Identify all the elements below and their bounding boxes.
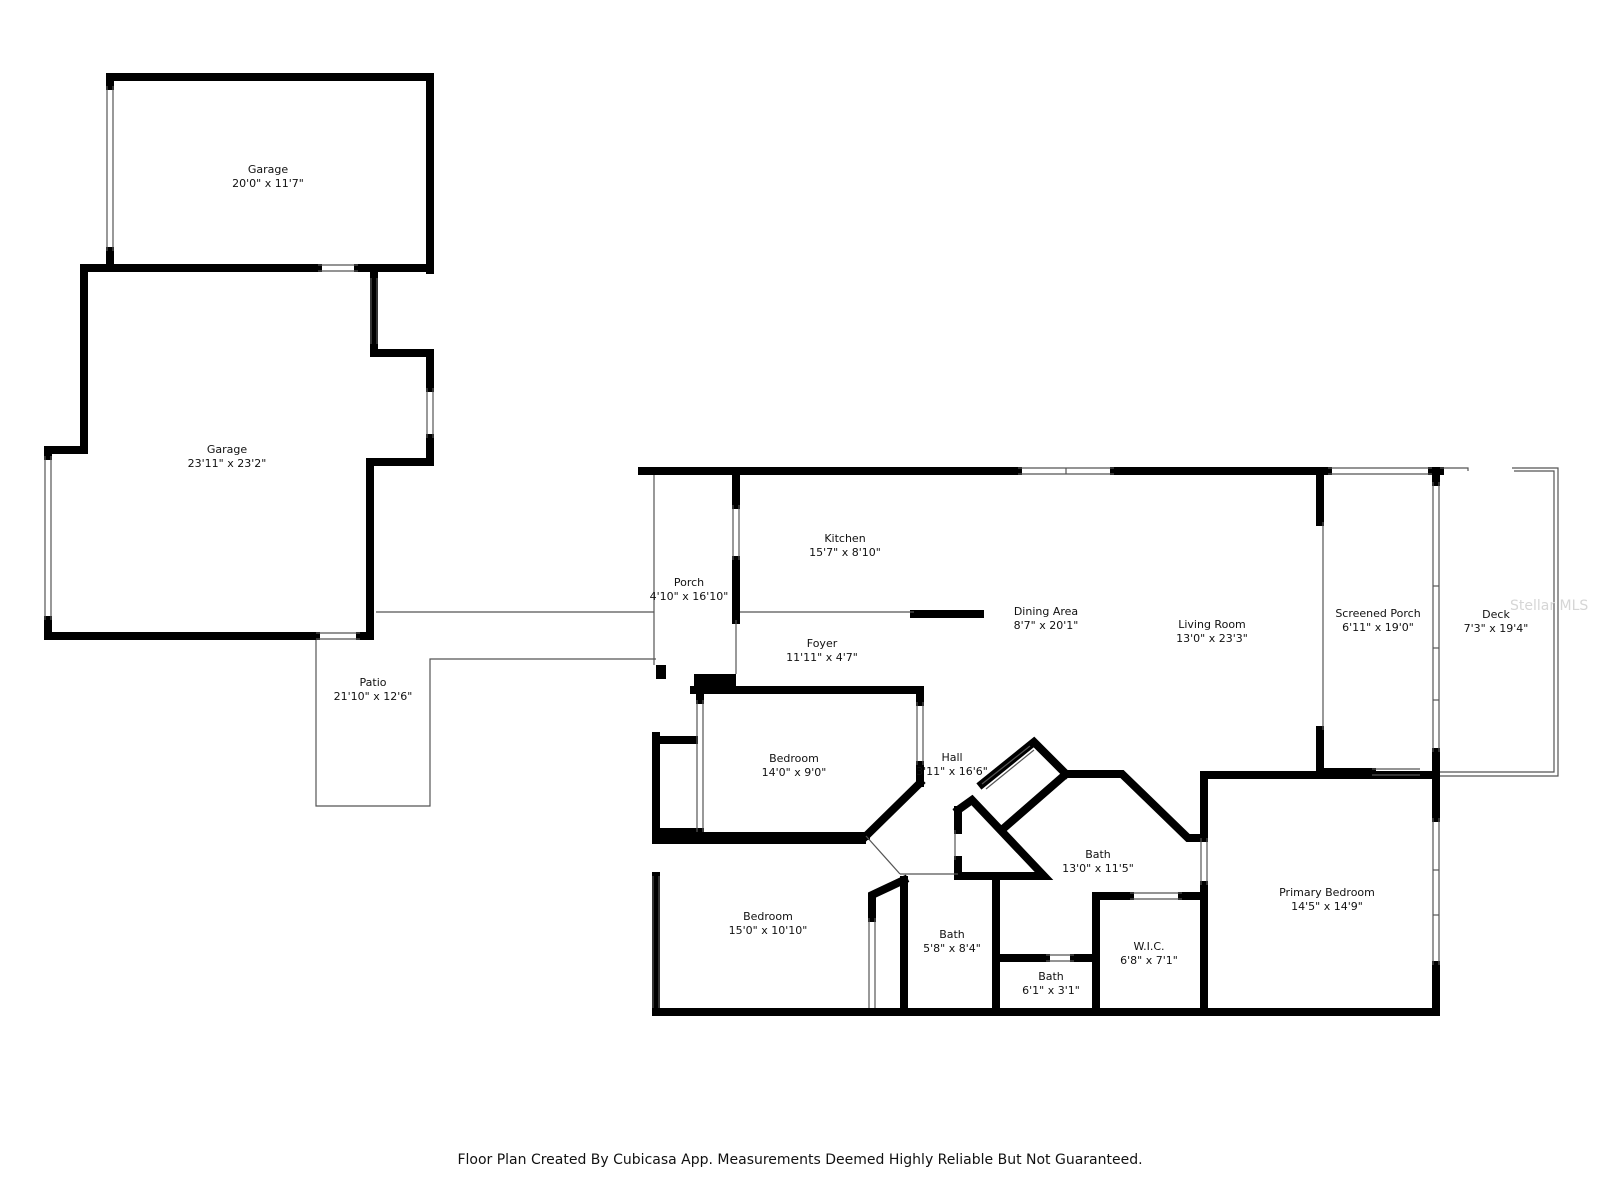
room-name-primary-bedroom: Primary Bedroom (1279, 886, 1375, 899)
room-name-wic: W.I.C. (1133, 940, 1164, 953)
room-name-bedroom-1: Bedroom (769, 752, 819, 765)
room-dims-living: 13'0" x 23'3" (1176, 632, 1248, 645)
room-name-deck: Deck (1482, 608, 1510, 621)
room-name-porch: Porch (674, 576, 704, 589)
room-dims-bath-small: 5'8" x 8'4" (923, 942, 981, 955)
room-dims-garage-top: 20'0" x 11'7" (232, 177, 304, 190)
watermark: Stellar MLS (1510, 598, 1588, 614)
room-dims-bath-tiny: 6'1" x 3'1" (1022, 984, 1080, 997)
room-labels: Garage 20'0" x 11'7" Garage 23'11" x 23'… (188, 163, 1529, 997)
walls (44, 73, 1444, 1016)
room-name-bedroom-2: Bedroom (743, 910, 793, 923)
room-name-bath-tiny: Bath (1038, 970, 1064, 983)
room-dims-patio: 21'10" x 12'6" (334, 690, 413, 703)
room-name-patio: Patio (360, 676, 387, 689)
room-dims-dining: 8'7" x 20'1" (1014, 619, 1079, 632)
room-dims-wic: 6'8" x 7'1" (1120, 954, 1178, 967)
room-name-garage-top: Garage (248, 163, 289, 176)
room-dims-kitchen: 15'7" x 8'10" (809, 546, 881, 559)
room-dims-foyer: 11'11" x 4'7" (786, 651, 858, 664)
room-name-bath-main: Bath (1085, 848, 1111, 861)
doors-and-windows (44, 86, 1559, 1008)
room-dims-garage-main: 23'11" x 23'2" (188, 457, 267, 470)
room-name-bath-small: Bath (939, 928, 965, 941)
room-name-kitchen: Kitchen (824, 532, 865, 545)
room-dims-primary-bedroom: 14'5" x 14'9" (1291, 900, 1363, 913)
room-name-hall: Hall (941, 751, 962, 764)
room-name-garage-main: Garage (207, 443, 248, 456)
room-dims-hall: 3'11" x 16'6" (916, 765, 988, 778)
room-name-dining: Dining Area (1014, 605, 1078, 618)
room-dims-bedroom-1: 14'0" x 9'0" (762, 766, 827, 779)
room-name-living: Living Room (1178, 618, 1246, 631)
room-dims-screened-porch: 6'11" x 19'0" (1342, 621, 1414, 634)
room-dims-deck: 7'3" x 19'4" (1464, 622, 1529, 635)
room-name-screened-porch: Screened Porch (1335, 607, 1420, 620)
room-name-foyer: Foyer (807, 637, 838, 650)
room-dims-bath-main: 13'0" x 11'5" (1062, 862, 1134, 875)
room-dims-porch: 4'10" x 16'10" (650, 590, 729, 603)
disclaimer-caption: Floor Plan Created By Cubicasa App. Meas… (457, 1152, 1143, 1168)
room-dims-bedroom-2: 15'0" x 10'10" (729, 924, 808, 937)
